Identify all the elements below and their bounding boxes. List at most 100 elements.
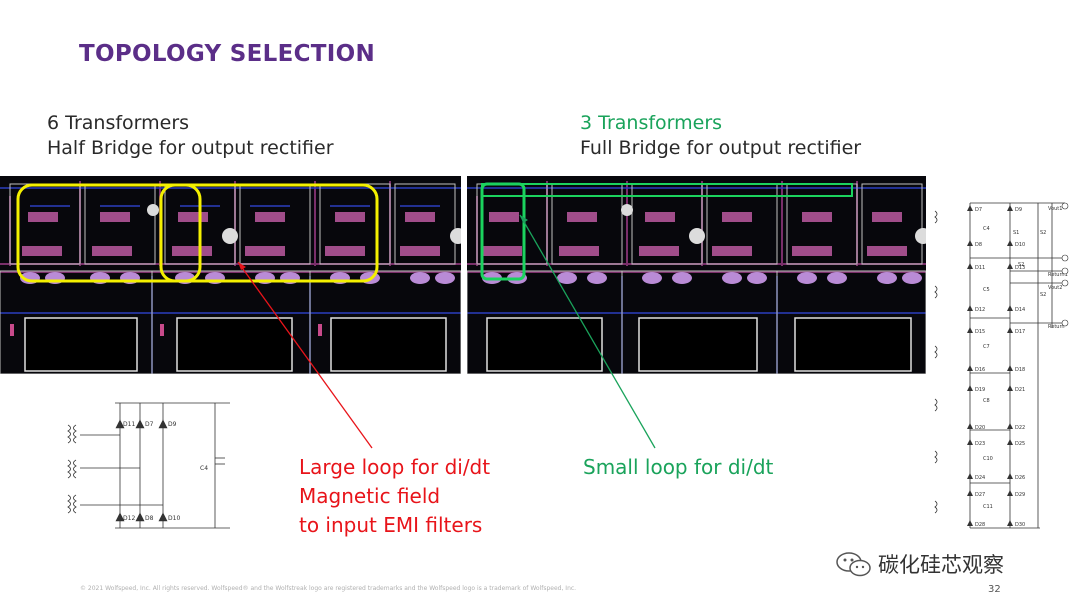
diode-symbol (967, 423, 973, 429)
diode-label-d12: D12 (123, 515, 135, 522)
diode-symbol (1007, 263, 1013, 269)
diode-symbol (967, 327, 973, 333)
diode-symbol (1007, 520, 1013, 526)
small-loop-bus (481, 183, 853, 197)
diode-symbol (1007, 385, 1013, 391)
diode-label: D8 (975, 242, 982, 248)
schematic-half-bridge: D11 D7 D9 D12 D8 D10 C4 (60, 398, 240, 538)
diode-label-d11: D11 (123, 421, 135, 428)
large-loop-note-line2: Magnetic field (299, 484, 441, 508)
diode-symbol (1007, 439, 1013, 445)
cap-label-3: C8 (983, 398, 990, 404)
right-caption: 3 Transformers Full Bridge for output re… (580, 111, 861, 161)
diode-symbol (1007, 473, 1013, 479)
port-vout2: Vout2 (1048, 285, 1062, 291)
diode-label: D22 (1015, 425, 1025, 431)
diode-label: D25 (1015, 441, 1025, 447)
watermark: 碳化硅芯观察 (836, 549, 1004, 579)
diode-symbol (967, 520, 973, 526)
capacitor-label-c4: C4 (200, 465, 208, 472)
pcb-left-drawing (0, 176, 461, 374)
diode-label: D19 (975, 387, 985, 393)
diode-label-d8: D8 (145, 515, 154, 522)
small-loop-arrowhead (520, 215, 528, 223)
diode-label: D27 (975, 492, 985, 498)
cap-label-2: C7 (983, 344, 990, 350)
left-caption-line2: Half Bridge for output rectifier (47, 137, 334, 159)
right-caption-line1: 3 Transformers (580, 112, 723, 134)
diode-label: D14 (1015, 307, 1025, 313)
right-caption-line2: Full Bridge for output rectifier (580, 137, 862, 159)
diode-label: D26 (1015, 475, 1025, 481)
diode-label: D24 (975, 475, 985, 481)
diode-label: D10 (1015, 242, 1025, 248)
switch-label-1: S2 (1040, 230, 1046, 236)
large-loop-note-line1: Large loop for di/dt (299, 455, 491, 479)
large-loop-note: Large loop for di/dt Magnetic field to i… (299, 453, 490, 540)
diode-symbol (967, 385, 973, 391)
diode-label: D21 (1015, 387, 1025, 393)
diode-label: D20 (975, 425, 985, 431)
port-return: Return (1048, 324, 1065, 330)
large-loop-outline-a (16, 183, 202, 283)
diode-label: D9 (1015, 207, 1022, 213)
diode-symbol (967, 305, 973, 311)
diode-label: D23 (975, 441, 985, 447)
port-return1: Return1 (1048, 272, 1068, 278)
cap-label-1: C5 (983, 287, 990, 293)
diode-symbol (967, 490, 973, 496)
large-loop-arrowhead (238, 262, 246, 270)
cap-label-4: C10 (983, 456, 993, 462)
port-vout1: Vout1 (1048, 206, 1062, 212)
diode-symbol (1007, 205, 1013, 211)
diode-symbol (1007, 327, 1013, 333)
page-number: 32 (988, 584, 1001, 595)
diode-symbol (967, 365, 973, 371)
diode-symbol (1007, 423, 1013, 429)
small-loop-note: Small loop for di/dt (583, 455, 774, 479)
diode-symbol (967, 263, 973, 269)
diode-label: D29 (1015, 492, 1025, 498)
large-loop-note-line3: to input EMI filters (299, 513, 483, 537)
cap-label-0: C4 (983, 226, 990, 232)
diode-label: D18 (1015, 367, 1025, 373)
diode-symbol (1007, 365, 1013, 371)
diode-symbol (967, 240, 973, 246)
large-loop-arrow (237, 261, 373, 449)
left-caption: 6 Transformers Half Bridge for output re… (47, 111, 334, 161)
diode-symbol (967, 439, 973, 445)
switch-label-2: S2 (1018, 262, 1024, 268)
diode-symbol (1007, 490, 1013, 496)
pcb-layout-right (467, 176, 926, 374)
diode-label: D16 (975, 367, 985, 373)
diode-symbol (967, 205, 973, 211)
diode-label: D12 (975, 307, 985, 313)
large-loop-outline-b (159, 183, 379, 283)
watermark-text: 碳化硅芯观察 (878, 553, 1004, 577)
diode-label: D13 (1015, 265, 1025, 271)
diode-label: D7 (975, 207, 982, 213)
diode-label: D11 (975, 265, 985, 271)
pcb-right-drawing (467, 176, 926, 374)
wechat-icon (836, 552, 871, 577)
diode-label-d7: D7 (145, 421, 154, 428)
diode-symbol (1007, 240, 1013, 246)
diode-label: D30 (1015, 522, 1025, 528)
diode-label: D15 (975, 329, 985, 335)
diode-label: D17 (1015, 329, 1025, 335)
diode-label: D28 (975, 522, 985, 528)
footer-legal: © 2021 Wolfspeed, Inc. All rights reserv… (80, 585, 577, 592)
cap-label-5: C11 (983, 504, 993, 510)
diode-label-d9: D9 (168, 421, 177, 428)
switch-label-3: S2 (1040, 292, 1046, 298)
diode-symbol (967, 473, 973, 479)
pcb-layout-left (0, 176, 461, 374)
small-loop-arrow (519, 214, 656, 449)
slide-title: TOPOLOGY SELECTION (79, 41, 376, 67)
schematic-half-bridge-drawing: D11 D7 D9 D12 D8 D10 C4 (67, 402, 230, 529)
switch-label-0: S1 (1013, 230, 1019, 236)
diode-label-d10: D10 (168, 515, 180, 522)
